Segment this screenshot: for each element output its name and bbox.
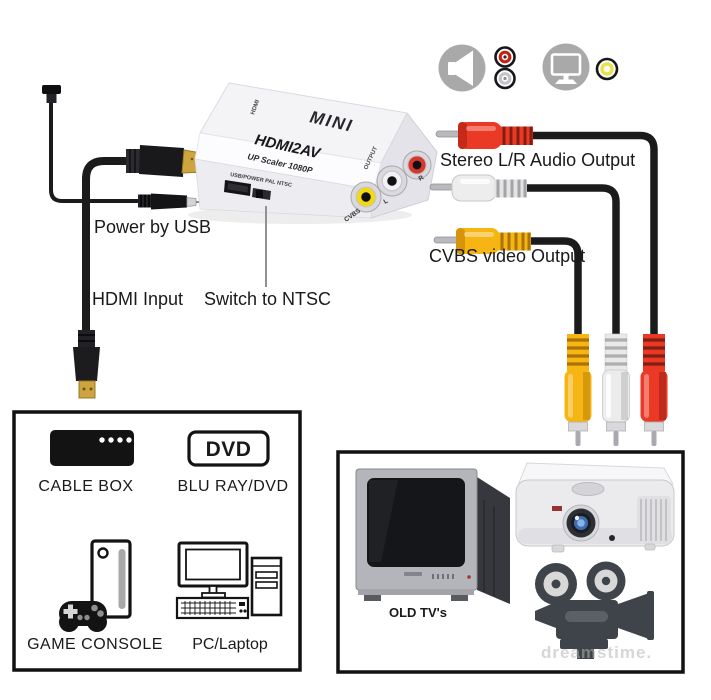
box-front-face xyxy=(194,158,375,219)
usb-plug-icon xyxy=(42,85,61,103)
projector-icon xyxy=(515,462,675,553)
rca-cable-white xyxy=(429,174,620,336)
av-output-jacks: CVBS L R xyxy=(343,150,432,224)
callout-ntsc-switch: Switch to NTSC xyxy=(204,289,331,309)
cable-box-label: CABLE BOX xyxy=(38,478,133,495)
display-icon xyxy=(542,43,590,91)
callout-audio-output: Stereo L/R Audio Output xyxy=(440,150,635,170)
rca-red-icon xyxy=(494,46,516,68)
rca-cable-red xyxy=(435,122,658,336)
game-console-label: GAME CONSOLE xyxy=(27,636,163,653)
hdmi-cable xyxy=(73,145,208,399)
pc-label: PC/Laptop xyxy=(192,636,268,653)
converter-box: MINI HDMI2AV UP Scaler 1080P HDMI OUTPUT… xyxy=(188,82,438,224)
crt-tv-icon xyxy=(355,468,510,604)
rca-white-icon xyxy=(494,67,516,90)
speaker-icon xyxy=(438,44,486,92)
rca-plug-down-red xyxy=(640,334,668,446)
legend-icons xyxy=(438,43,619,92)
displays-panel: OLD TV's xyxy=(336,450,685,674)
rca-cable-yellow xyxy=(433,228,582,336)
bluray-label: BLU RAY/DVD xyxy=(177,478,288,495)
jack-cvbs-yellow xyxy=(350,181,382,213)
jack-label-l: L xyxy=(383,198,390,206)
usb-power-cable xyxy=(42,85,202,210)
pal-ntsc-switch xyxy=(252,188,271,200)
jack-label-r: R xyxy=(418,174,426,183)
dvd-logo-text: DVD xyxy=(206,438,252,461)
av-cables xyxy=(429,122,668,446)
rca-yellow-icon xyxy=(595,57,619,81)
cable-box-icon xyxy=(50,430,134,466)
callout-video-output: CVBS video Output xyxy=(429,246,585,266)
usb-port xyxy=(224,180,251,196)
mini-usb-plug-icon xyxy=(138,193,202,210)
callout-hdmi-input: HDMI Input xyxy=(92,289,183,309)
watermark-text: dreamstime. xyxy=(541,643,652,662)
game-console-icon xyxy=(59,539,132,632)
dvd-icon: DVD xyxy=(187,430,270,467)
movie-camera-icon xyxy=(535,561,654,659)
rca-plug-down-white xyxy=(602,333,630,446)
sources-panel: CABLE BOX DVD BLU RAY/DVD GAME CONSOLE xyxy=(12,410,302,672)
pc-icon xyxy=(175,541,283,620)
jack-audio-left-white xyxy=(376,165,408,197)
jack-audio-right-red xyxy=(402,150,432,180)
hdmi-plug-end-icon xyxy=(73,330,100,399)
old-tv-label: OLD TV's xyxy=(389,605,447,620)
callout-usb-power: Power by USB xyxy=(94,217,211,237)
hdmi-side-label: HDMI xyxy=(250,99,261,116)
rca-plug-down-yellow xyxy=(564,334,592,446)
